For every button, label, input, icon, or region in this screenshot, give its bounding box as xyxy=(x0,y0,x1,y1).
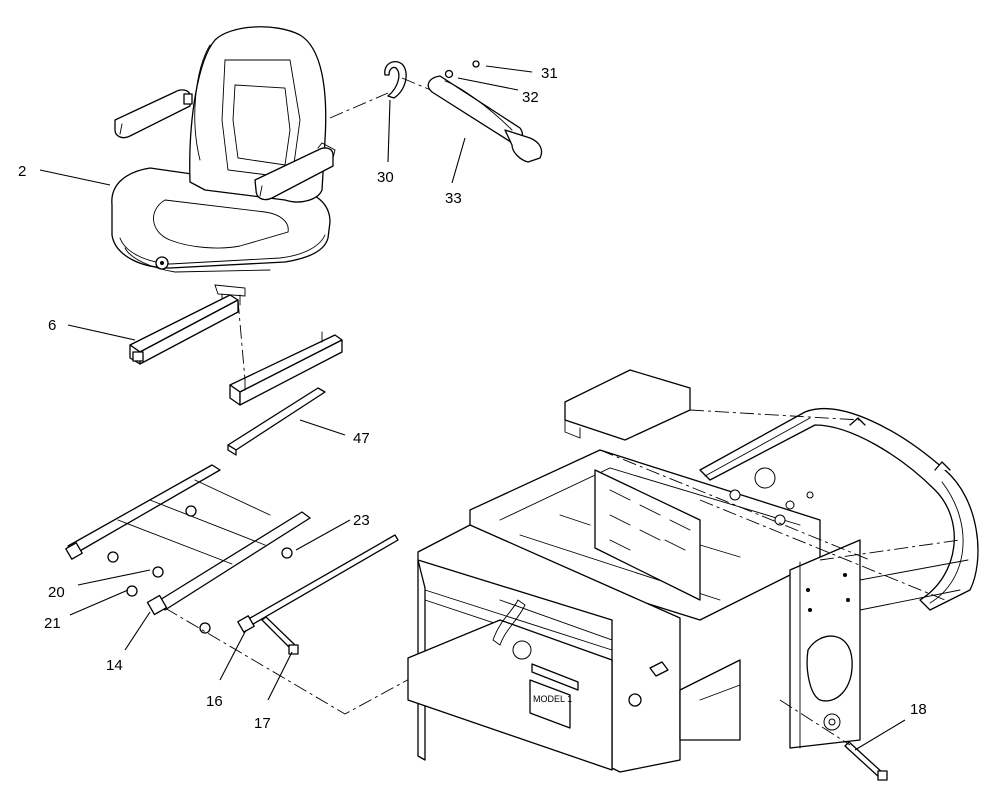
seat-icon xyxy=(111,26,336,306)
callout-33: 33 xyxy=(445,190,462,207)
frame-icon: MODEL 1 xyxy=(407,369,979,773)
frame-model-plate-label: MODEL 1 xyxy=(533,694,572,704)
clamp-icon xyxy=(384,60,407,99)
seat-mount-plate-icon xyxy=(65,464,311,616)
callout-23: 23 xyxy=(353,512,370,529)
callout-31: 31 xyxy=(541,65,558,82)
callout-14: 14 xyxy=(106,657,123,674)
callout-30: 30 xyxy=(377,169,394,186)
callout-20: 20 xyxy=(48,584,65,601)
callout-16: 16 xyxy=(206,693,223,710)
nut-icon xyxy=(107,505,293,634)
callout-2: 2 xyxy=(18,163,26,180)
bolt-icon xyxy=(261,616,888,781)
leader-lines xyxy=(39,65,906,751)
rod-icon xyxy=(237,534,399,633)
grip-icon xyxy=(427,75,543,163)
callout-17: 17 xyxy=(254,715,271,732)
callout-32: 32 xyxy=(522,89,539,106)
callout-47: 47 xyxy=(353,430,370,447)
callout-18: 18 xyxy=(910,701,927,718)
callout-21: 21 xyxy=(44,615,61,632)
callout-6: 6 xyxy=(48,317,56,334)
slide-rail-icon xyxy=(129,294,343,406)
spacer-bar-icon xyxy=(227,387,326,456)
callout-labels: 2 6 14 16 17 18 20 21 23 30 31 32 33 47 xyxy=(18,65,927,732)
nut-icon xyxy=(444,60,480,79)
